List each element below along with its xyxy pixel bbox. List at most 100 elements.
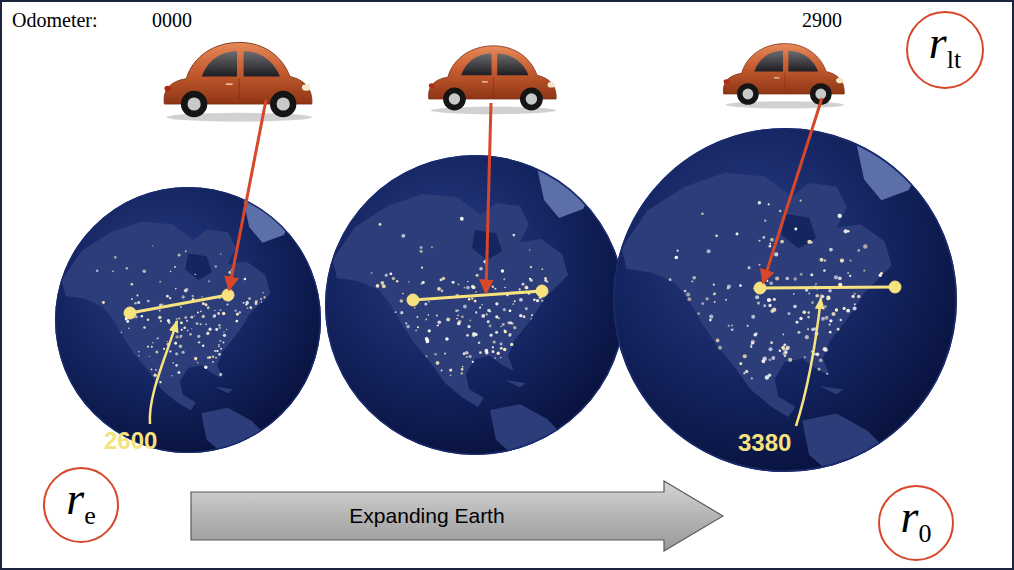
- city-light: [793, 277, 796, 280]
- city-light: [479, 267, 483, 271]
- city-light: [838, 276, 842, 280]
- city-light: [247, 307, 249, 309]
- city-light: [445, 337, 449, 341]
- city-light: [770, 238, 774, 242]
- city-light: [854, 293, 856, 295]
- city-light: [243, 302, 245, 304]
- city-light: [504, 287, 506, 289]
- city-light: [460, 372, 463, 375]
- distance-label: 2600: [104, 429, 157, 453]
- city-light: [799, 317, 803, 321]
- city-light: [424, 302, 427, 305]
- city-light: [136, 294, 138, 296]
- symbol-circle: r0: [877, 484, 955, 562]
- city-light: [476, 274, 479, 277]
- city-light: [209, 356, 211, 358]
- odometer-reading: 0000: [152, 10, 192, 30]
- city-light: [509, 333, 512, 336]
- city-light: [168, 321, 171, 324]
- city-light: [828, 324, 830, 326]
- city-light: [178, 253, 181, 256]
- city-light: [709, 315, 713, 319]
- city-light: [417, 326, 419, 328]
- city-light: [755, 295, 759, 299]
- distance-line: [124, 289, 234, 319]
- city-light: [701, 302, 704, 305]
- distance-label: 3380: [738, 431, 791, 455]
- city-light: [219, 373, 222, 376]
- city-light: [162, 303, 164, 305]
- city-light: [464, 287, 466, 289]
- city-light: [705, 297, 708, 300]
- city-light: [158, 316, 161, 319]
- city-light: [494, 288, 496, 290]
- city-light: [782, 333, 784, 335]
- city-light: [718, 346, 722, 350]
- city-light: [226, 303, 228, 305]
- city-light: [200, 310, 202, 312]
- city-light: [475, 311, 477, 313]
- city-light: [186, 320, 188, 322]
- city-light: [783, 352, 787, 356]
- city-light: [174, 342, 177, 345]
- city-light: [479, 307, 481, 309]
- earth-globe: [55, 187, 321, 458]
- city-light: [863, 270, 865, 272]
- city-light: [739, 284, 742, 287]
- city-light: [422, 281, 425, 284]
- city-light: [781, 346, 785, 350]
- city-light: [802, 310, 806, 314]
- city-light: [205, 323, 207, 325]
- odometer-caption: Odometer:: [12, 10, 98, 30]
- city-light: [763, 304, 766, 307]
- pointer-arrow: [229, 100, 266, 290]
- city-light: [155, 369, 157, 371]
- city-light: [183, 326, 186, 329]
- city-light: [757, 301, 760, 304]
- city-light: [810, 273, 813, 276]
- city-light: [202, 315, 205, 318]
- city-light: [838, 214, 842, 218]
- city-light: [163, 348, 165, 350]
- city-light: [759, 240, 761, 242]
- city-light: [800, 273, 803, 276]
- city-light: [458, 320, 462, 324]
- city-light: [137, 301, 140, 304]
- city-light: [218, 346, 220, 348]
- city-light: [675, 256, 679, 260]
- city-light: [175, 288, 177, 290]
- city-light: [180, 322, 183, 325]
- city-light: [197, 312, 199, 314]
- city-light: [441, 290, 444, 293]
- city-light: [519, 314, 522, 317]
- arrow-caption: Expanding Earth: [349, 504, 504, 527]
- city-light: [175, 364, 178, 367]
- city-light: [880, 272, 883, 275]
- city-light: [707, 249, 711, 253]
- city-light: [793, 293, 795, 295]
- city-light: [808, 292, 810, 294]
- city-light: [787, 312, 790, 315]
- city-light: [828, 289, 832, 293]
- city-light: [472, 286, 476, 290]
- city-light: [692, 276, 696, 280]
- city-light: [500, 343, 503, 346]
- city-light: [498, 317, 500, 319]
- city-light: [220, 348, 222, 350]
- city-light: [152, 245, 153, 246]
- city-light: [420, 246, 423, 249]
- city-light: [220, 253, 222, 255]
- city-light: [774, 252, 778, 256]
- city-light: [748, 266, 751, 269]
- city-light: [822, 295, 825, 298]
- city-light: [849, 275, 851, 277]
- city-light: [151, 369, 153, 371]
- city-light: [807, 240, 811, 244]
- city-light: [753, 333, 757, 337]
- leader-line: [796, 298, 821, 426]
- city-light: [788, 358, 792, 362]
- city-light: [425, 338, 428, 341]
- city-light: [837, 328, 840, 331]
- city-light: [214, 310, 215, 311]
- city-light: [175, 352, 178, 355]
